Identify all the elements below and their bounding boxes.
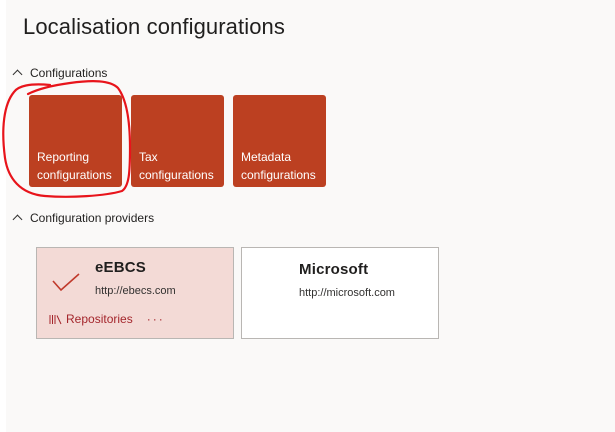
provider-name: eEBCS	[95, 259, 147, 276]
tile-label: Tax configurations	[139, 150, 214, 182]
tile-label: Reporting configurations	[37, 150, 112, 182]
tile-label: Metadata configurations	[241, 150, 316, 182]
repositories-label: Repositories	[66, 312, 133, 326]
provider-url: http://microsoft.com	[299, 287, 395, 299]
section-label: Configuration providers	[30, 211, 155, 225]
tile-tax-configurations[interactable]: Tax configurations	[131, 95, 224, 187]
providers-section-toggle[interactable]: Configuration providers	[12, 211, 154, 225]
chevron-up-icon	[12, 69, 23, 80]
provider-card-microsoft[interactable]: Microsoft http://microsoft.com	[241, 247, 439, 339]
repositories-link[interactable]: Repositories	[49, 312, 133, 326]
workspace-page: Localisation configurations Configuratio…	[6, 0, 615, 432]
library-icon	[49, 314, 62, 324]
provider-name: Microsoft	[299, 261, 369, 278]
configurations-section-toggle[interactable]: Configurations	[12, 66, 107, 80]
checkmark-icon	[52, 273, 80, 292]
section-label: Configurations	[30, 66, 108, 80]
tile-reporting-configurations[interactable]: Reporting configurations	[29, 95, 122, 187]
chevron-up-icon	[12, 214, 23, 225]
page-title: Localisation configurations	[23, 14, 285, 39]
card-actions: Repositories ···	[49, 312, 165, 326]
more-options-button[interactable]: ···	[146, 312, 165, 326]
provider-url: http://ebecs.com	[95, 285, 176, 297]
provider-card-eebcs[interactable]: eEBCS http://ebecs.com Repositories ···	[36, 247, 234, 339]
tile-metadata-configurations[interactable]: Metadata configurations	[233, 95, 326, 187]
